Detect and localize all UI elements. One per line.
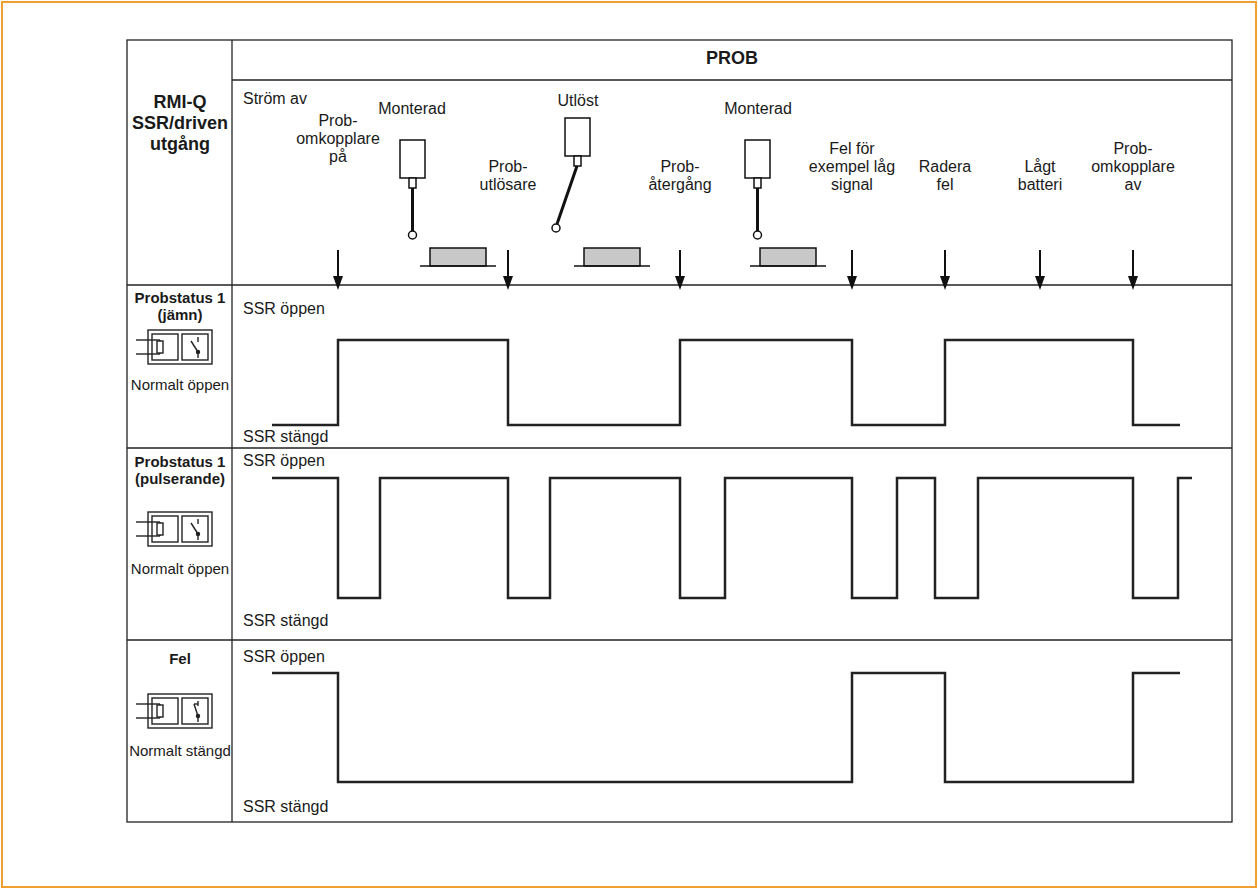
- event-label: Lågt batteri: [1009, 158, 1071, 194]
- signal-name: Fel: [128, 650, 232, 667]
- event-label: Fel för exempel låg signal: [802, 140, 902, 194]
- event-label: Prob- utlösare: [468, 158, 548, 194]
- column-header: PROB: [632, 48, 832, 69]
- probe-state: Monterad: [362, 100, 462, 118]
- level-label: SSR stängd: [243, 612, 363, 630]
- contact-type: Normalt öppen: [128, 376, 232, 393]
- level-label: SSR öppen: [243, 300, 363, 318]
- probe-icons: [400, 118, 826, 266]
- waveforms: [272, 340, 1192, 782]
- event-label: Prob- återgång: [640, 158, 720, 194]
- signal-name: Probstatus 1 (jämn): [128, 289, 232, 323]
- contact-type: Normalt stängd: [128, 742, 232, 759]
- state-label: Ström av: [243, 90, 363, 108]
- level-label: SSR stängd: [243, 798, 363, 816]
- event-label: Prob- omkopplare på: [291, 112, 386, 166]
- probe-state: Utlöst: [538, 92, 618, 110]
- level-label: SSR öppen: [243, 452, 363, 470]
- event-label: Radera fel: [914, 158, 976, 194]
- contact-type: Normalt öppen: [128, 560, 232, 577]
- probe-state: Monterad: [708, 100, 808, 118]
- level-label: SSR öppen: [243, 648, 363, 666]
- table-grid: [127, 40, 1232, 822]
- event-label: Prob- omkopplare av: [1086, 140, 1181, 194]
- signal-name: Probstatus 1 (pulserande): [128, 453, 232, 487]
- row-header: RMI-Q SSR/driven utgång: [127, 92, 233, 155]
- level-label: SSR stängd: [243, 428, 363, 446]
